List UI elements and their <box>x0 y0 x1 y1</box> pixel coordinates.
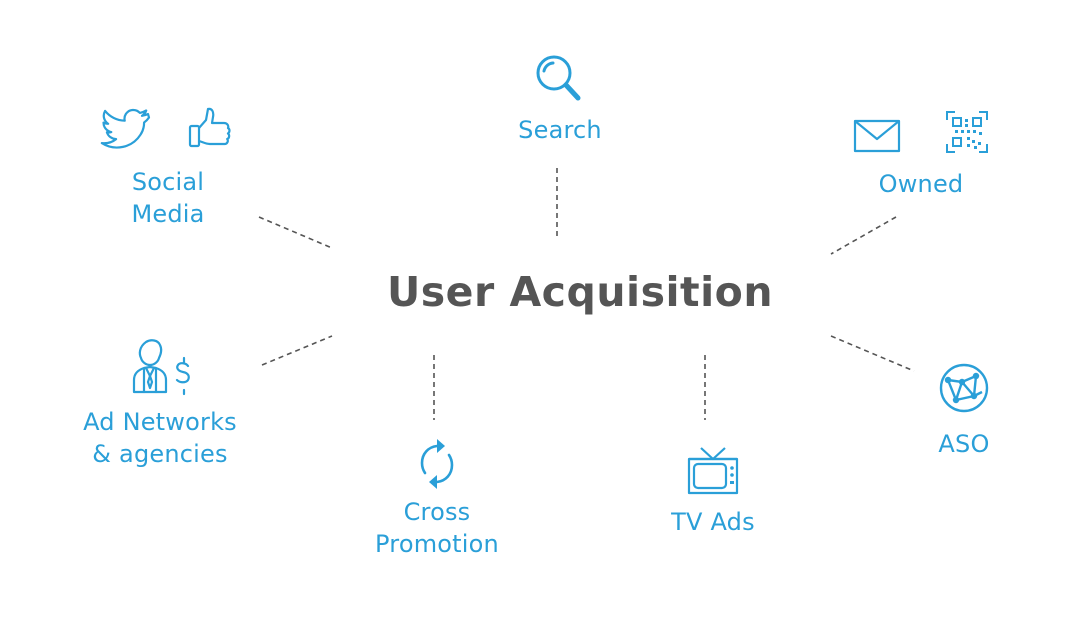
qr-code-icon <box>946 111 988 153</box>
social-label-line1: Social <box>131 168 205 196</box>
connector-owned <box>830 216 897 255</box>
node-ad-networks: Ad Networks & agencies <box>60 338 260 470</box>
television-icon <box>687 447 739 495</box>
aso-label: ASO <box>938 430 990 458</box>
thumbs-up-icon <box>188 107 231 148</box>
node-tv-ads: TV Ads <box>633 444 793 538</box>
social-label-line2: Media <box>131 200 205 228</box>
ad-networks-label-line1: Ad Networks <box>83 408 237 436</box>
search-label: Search <box>518 116 602 144</box>
connector-aso <box>830 335 915 372</box>
connector-ad-networks <box>261 335 333 366</box>
node-aso: ASO <box>884 362 1044 460</box>
node-cross-promotion: Cross Promotion <box>347 438 527 560</box>
twitter-bird-icon <box>100 108 150 149</box>
ad-networks-label-line2: & agencies <box>92 440 228 468</box>
businessman-dollar-icon <box>132 339 190 396</box>
cross-promotion-label-line2: Promotion <box>375 530 499 558</box>
node-owned: Owned <box>841 110 1001 200</box>
envelope-icon <box>853 119 901 153</box>
node-search: Search <box>480 52 640 146</box>
diagram-title: User Acquisition <box>386 268 774 316</box>
tv-ads-label: TV Ads <box>671 508 755 536</box>
magnifier-icon <box>536 55 581 101</box>
refresh-arrows-icon <box>420 439 454 489</box>
node-social-media: Social Media <box>88 104 248 230</box>
connector-social <box>258 216 333 249</box>
network-globe-icon <box>939 363 989 413</box>
cross-promotion-label-line1: Cross <box>403 498 471 526</box>
owned-label: Owned <box>878 170 964 198</box>
